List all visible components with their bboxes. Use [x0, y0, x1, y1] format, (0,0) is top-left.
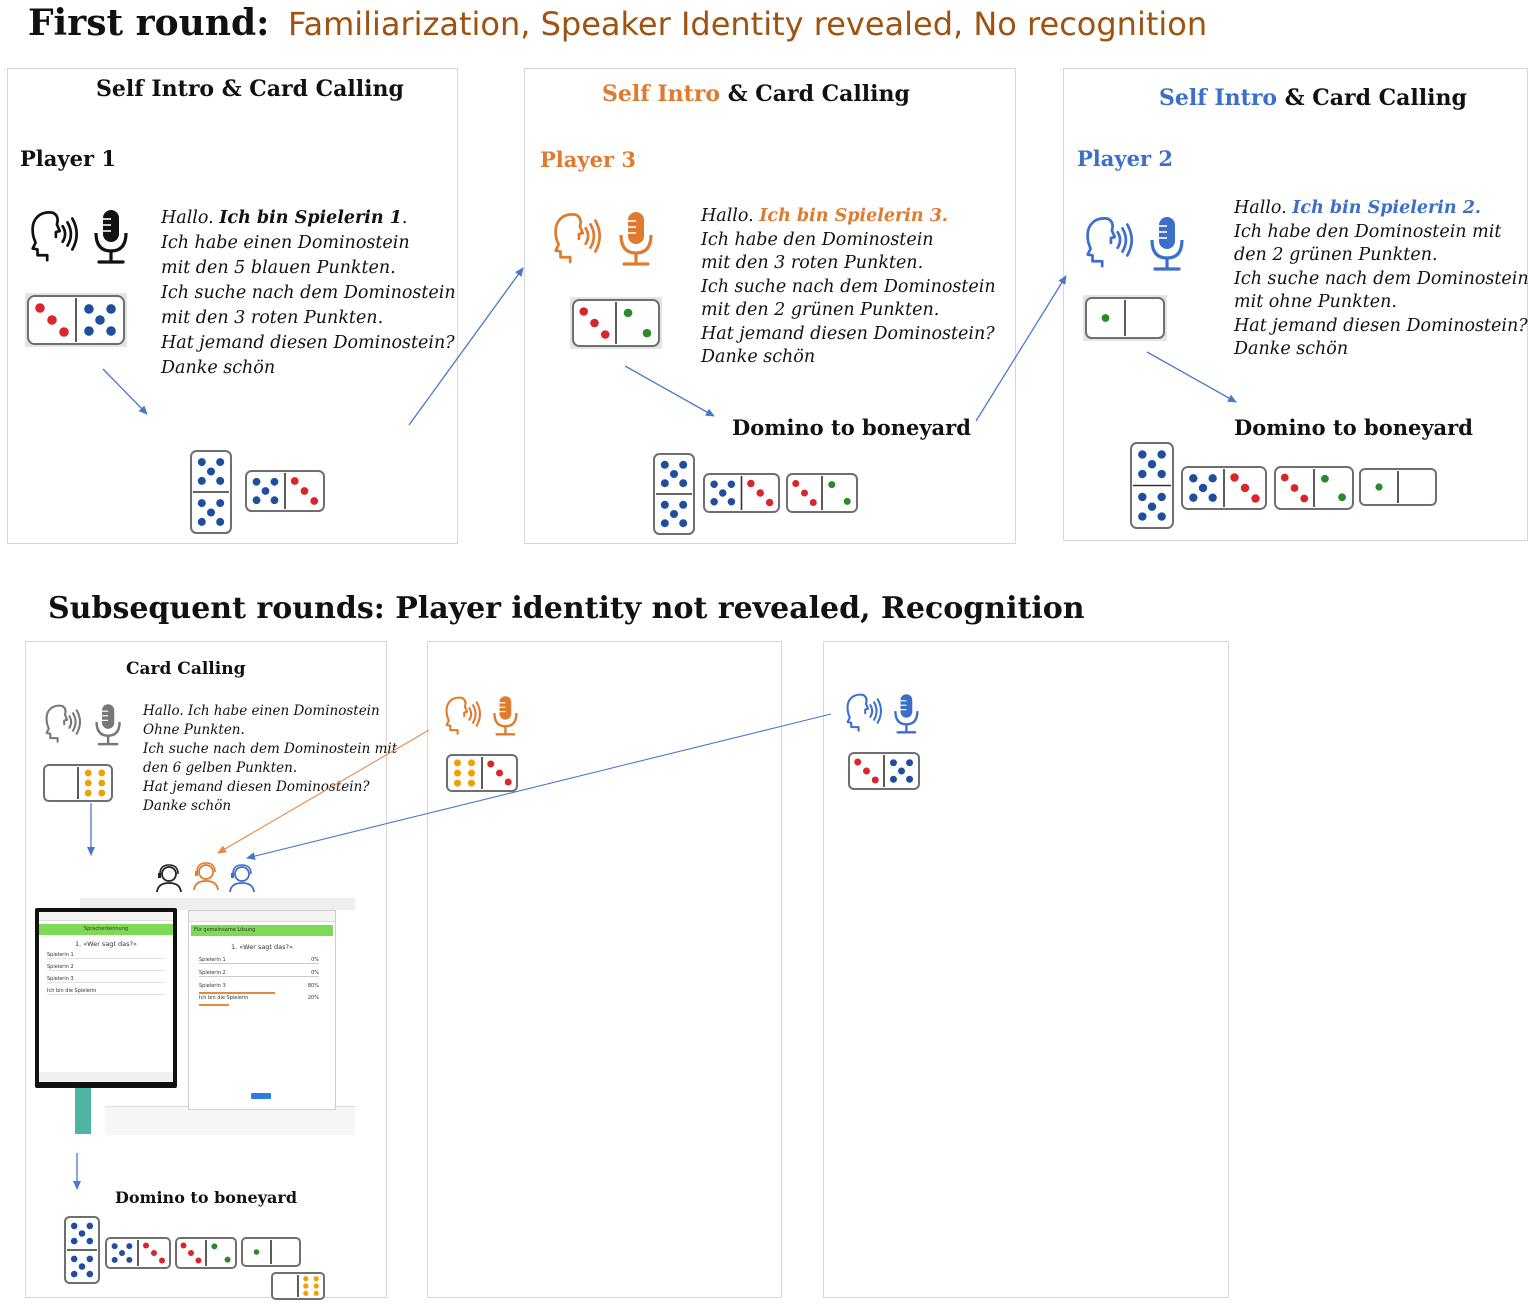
panel-title: Self Intro & Card Calling — [602, 81, 910, 107]
domino-boneyard-5-3 — [1179, 464, 1269, 512]
domino-boneyard-3-2 — [1272, 464, 1356, 512]
domino-card-calling-0-6 — [41, 762, 115, 804]
microphone-icon — [92, 702, 124, 752]
speaker-icon — [1079, 211, 1137, 273]
panel-title: Self Intro & Card Calling — [96, 76, 404, 102]
domino-p2-subsequent — [846, 750, 922, 792]
speaker-icon — [24, 205, 82, 267]
microphone-icon — [1146, 214, 1188, 278]
speech-text: Hallo. Ich bin Spielerin 2. Ich habe den… — [1234, 198, 1529, 359]
left-option-3[interactable]: Spielerin 3 — [47, 976, 165, 983]
speech-text: Hallo. Ich habe einen Dominostein Ohne P… — [143, 703, 398, 814]
left-option-4[interactable]: Ich bin die Spielerin — [47, 988, 165, 995]
boneyard-label: Domino to boneyard — [732, 415, 971, 440]
domino-p1-held — [25, 293, 127, 347]
panel-title: Self Intro & Card Calling — [1159, 85, 1467, 111]
boneyard-label: Domino to boneyard — [1234, 415, 1473, 440]
speech-text: Hallo. Ich bin Spielerin 3. Ich habe den… — [701, 206, 996, 367]
domino-boneyard-3-2 — [784, 471, 860, 515]
panel-title: Card Calling — [126, 659, 246, 679]
panel-player-2-subsequent — [823, 641, 1229, 1298]
domino-boneyard-5-5 — [188, 448, 234, 536]
result-bar-3 — [199, 992, 275, 994]
subsequent-rounds-heading: Subsequent rounds: Player identity not r… — [48, 591, 1085, 626]
speech-text: Hallo. Ich bin Spielerin 1. Ich habe ein… — [161, 208, 456, 378]
domino-boneyard-1-0 — [1357, 466, 1439, 508]
microphone-icon — [615, 209, 657, 273]
microphone-icon — [90, 207, 132, 271]
domino-final-1-0 — [239, 1235, 303, 1269]
speaker-icon — [841, 689, 885, 737]
speaker-icon — [547, 207, 605, 269]
first-round-heading: First round: Familiarization, Speaker Id… — [28, 2, 1208, 44]
microphone-icon — [490, 694, 521, 742]
left-app-window: Spracherkennung 1. «Wer sagt das?» Spiel… — [35, 908, 177, 1088]
participant-avatar-orange — [190, 860, 222, 896]
player-name: Player 1 — [20, 146, 116, 171]
participant-avatar-blue — [226, 862, 258, 898]
player-name: Player 2 — [1077, 146, 1173, 171]
right-app-header: Für gemeinsame Lösung — [191, 925, 333, 936]
left-app-header: Spracherkennung — [39, 924, 173, 935]
domino-final-5-3 — [103, 1235, 173, 1271]
boneyard-label: Domino to boneyard — [115, 1188, 298, 1207]
speaker-icon — [440, 692, 484, 740]
microphone-icon — [891, 692, 922, 740]
speaker-icon — [40, 700, 84, 748]
left-option-1[interactable]: Spielerin 1 — [47, 952, 165, 959]
domino-final-3-2 — [173, 1235, 239, 1271]
domino-p3-subsequent — [444, 752, 520, 794]
domino-p2-held — [1083, 295, 1167, 341]
participant-avatar-black — [153, 862, 185, 898]
result-bar-4 — [199, 1004, 229, 1006]
first-round-subtitle: Familiarization, Speaker Identity reveal… — [287, 5, 1208, 43]
submit-button[interactable] — [251, 1093, 271, 1099]
domino-final-5-5 — [62, 1214, 102, 1286]
stand-post — [75, 1086, 91, 1134]
domino-boneyard-5-3 — [701, 471, 782, 515]
left-option-2[interactable]: Spielerin 2 — [47, 964, 165, 971]
player-name: Player 3 — [540, 147, 636, 172]
browser-tab-bar — [80, 898, 355, 910]
domino-boneyard-5-3 — [243, 468, 327, 514]
right-app-window: Für gemeinsame Lösung 1. «Wer sagt das?»… — [188, 910, 336, 1110]
first-round-label: First round — [28, 2, 257, 44]
domino-boneyard-5-5 — [651, 451, 697, 537]
domino-boneyard-5-5 — [1128, 440, 1176, 531]
right-app-question: 1. «Wer sagt das?» — [231, 943, 293, 951]
left-app-question: 1. «Wer sagt das?» — [75, 940, 137, 948]
browser-footer — [105, 1106, 355, 1135]
panel-player-3-subsequent — [427, 641, 782, 1298]
domino-p3-held — [570, 297, 662, 349]
domino-final-0-6 — [269, 1270, 327, 1302]
voting-app-screenshot: Spracherkennung 1. «Wer sagt das?» Spiel… — [35, 896, 356, 1136]
